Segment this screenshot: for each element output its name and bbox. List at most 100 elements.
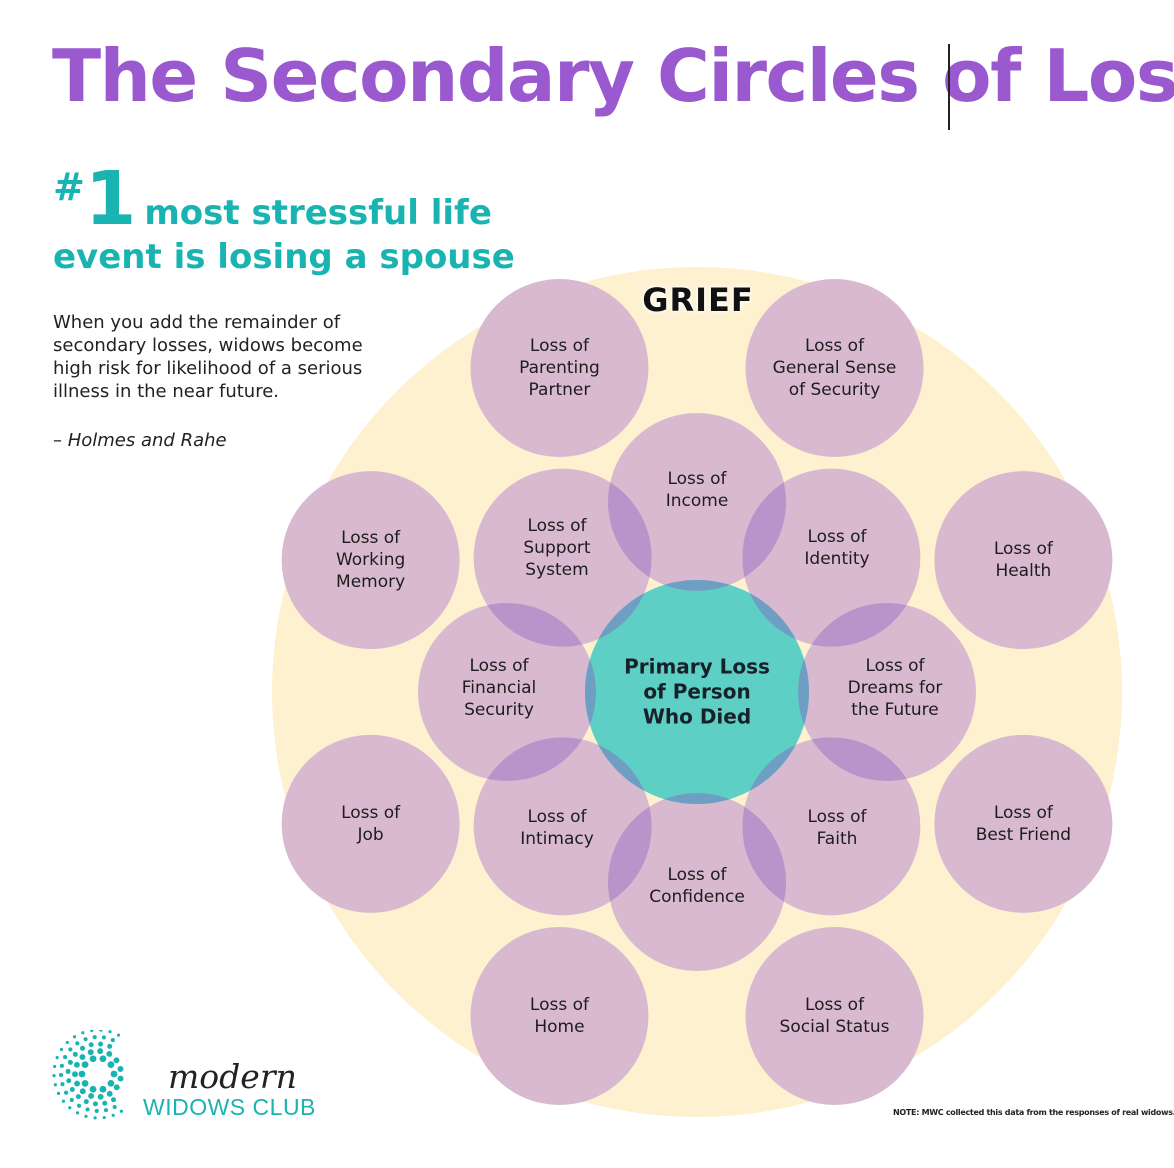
logo-dot — [99, 1085, 107, 1093]
logo-dot — [113, 1084, 120, 1091]
logo-dot — [75, 1094, 81, 1100]
inner-loss-circle — [473, 468, 652, 647]
outer-loss-label: Loss of Job — [341, 802, 401, 845]
logo-dot — [99, 1030, 103, 1032]
logo-dot — [81, 1080, 89, 1087]
outer-loss-circle — [281, 471, 460, 650]
logo-dot — [87, 1049, 94, 1056]
logo-dot — [73, 1061, 80, 1068]
stat-line1: most stressful life — [144, 193, 492, 233]
stat-hash: # — [53, 165, 85, 209]
logo-dot — [77, 1103, 82, 1108]
inner-loss-circle — [608, 413, 786, 591]
stat-number: 1 — [84, 156, 136, 242]
stat-line2: event is losing a spouse — [53, 237, 515, 277]
loss-circles — [281, 278, 1113, 1106]
logo-dot — [110, 1070, 118, 1078]
logo-dot — [58, 1072, 64, 1078]
outer-loss-label: Loss of Working Memory — [335, 528, 406, 593]
logo-dot — [97, 1048, 104, 1055]
logo-dot — [85, 1107, 90, 1112]
brand-line2: WIDOWS CLUB — [143, 1094, 316, 1120]
logo-dot — [67, 1059, 73, 1065]
logo-dot — [61, 1099, 66, 1103]
intro-text: When you add the remainder of secondary … — [53, 312, 363, 402]
logo-dot — [59, 1063, 64, 1068]
logo-dot — [68, 1047, 73, 1052]
logo-dot — [107, 1043, 113, 1049]
inner-loss-circle — [742, 468, 921, 647]
outer-loss-circle — [470, 927, 649, 1106]
logo-dot — [88, 1042, 94, 1048]
logo-dot — [97, 1093, 104, 1100]
logo-dot — [56, 1091, 61, 1096]
logo-dot — [69, 1086, 75, 1092]
logo-dot — [92, 1101, 98, 1107]
citation: – Holmes and Rahe — [53, 430, 227, 451]
logo-dot — [64, 1090, 69, 1095]
logo-dot — [111, 1113, 115, 1117]
logo-dot — [93, 1116, 97, 1120]
logo-dot — [81, 1061, 89, 1068]
logo-dot — [102, 1100, 108, 1106]
logo-dot — [92, 1035, 97, 1040]
logo-dot — [83, 1037, 88, 1042]
outer-loss-circle — [745, 278, 924, 457]
logo-dot — [68, 1106, 72, 1110]
logo-dot — [90, 1030, 94, 1033]
outer-loss-label: Loss of Home — [529, 995, 589, 1038]
logo-dot — [88, 1092, 95, 1099]
logo-dot — [80, 1045, 86, 1051]
logo-dot — [72, 1071, 78, 1078]
outer-loss-circle — [470, 278, 649, 457]
logo-dot — [89, 1055, 97, 1063]
logo-dot — [110, 1097, 116, 1103]
logo-dot — [75, 1111, 80, 1115]
logo-dot — [83, 1099, 89, 1105]
inner-loss-label: Loss of Intimacy — [520, 807, 594, 849]
logo-dot — [113, 1057, 120, 1064]
center-group — [585, 580, 809, 804]
logo-dot — [119, 1109, 124, 1113]
logo-dot — [66, 1078, 72, 1084]
logo-dot — [116, 1033, 121, 1037]
logo-dot — [72, 1035, 77, 1039]
outer-loss-label: Loss of Health — [993, 539, 1053, 582]
inner-loss-label: Loss of Confidence — [649, 865, 745, 907]
logo-dot — [53, 1083, 57, 1087]
outer-loss-label: Loss of Parenting Partner — [519, 335, 600, 400]
logo-dot — [53, 1064, 57, 1069]
logo-dot — [52, 1074, 56, 1078]
logo-dot — [107, 1061, 115, 1068]
logo-dot — [78, 1070, 86, 1078]
logo-dot — [65, 1068, 71, 1074]
inner-loss-circle — [798, 603, 976, 781]
logo-dot — [81, 1031, 85, 1035]
outer-loss-label: Loss of Best Friend — [975, 802, 1072, 845]
logo-dot — [106, 1090, 113, 1097]
data-note: NOTE: MWC collected this data from the r… — [893, 1108, 1174, 1117]
logo-dot — [79, 1088, 86, 1095]
logo-dot — [112, 1104, 117, 1110]
inner-loss-circle — [473, 737, 652, 916]
logo-dot — [65, 1040, 69, 1045]
logo-dot — [72, 1051, 78, 1057]
logo-dot — [110, 1038, 115, 1043]
inner-loss-circle — [608, 793, 786, 971]
primary-loss-circle — [585, 580, 809, 804]
text-cursor — [948, 44, 950, 130]
primary-loss-label: Primary Loss of Person Who Died — [624, 654, 770, 729]
logo-dot — [101, 1035, 106, 1040]
logo-dot — [60, 1082, 65, 1087]
logo-dot — [75, 1041, 80, 1046]
logo-dot — [108, 1030, 112, 1034]
outer-loss-circle — [934, 471, 1113, 650]
outer-loss-circle — [934, 734, 1113, 913]
inner-loss-label: Loss of Identity — [804, 526, 870, 569]
brand-line1: modern — [168, 1057, 297, 1096]
logo-dot — [117, 1075, 124, 1082]
outer-loss-label: Loss of Social Status — [779, 995, 890, 1038]
logo-dot — [94, 1108, 99, 1114]
